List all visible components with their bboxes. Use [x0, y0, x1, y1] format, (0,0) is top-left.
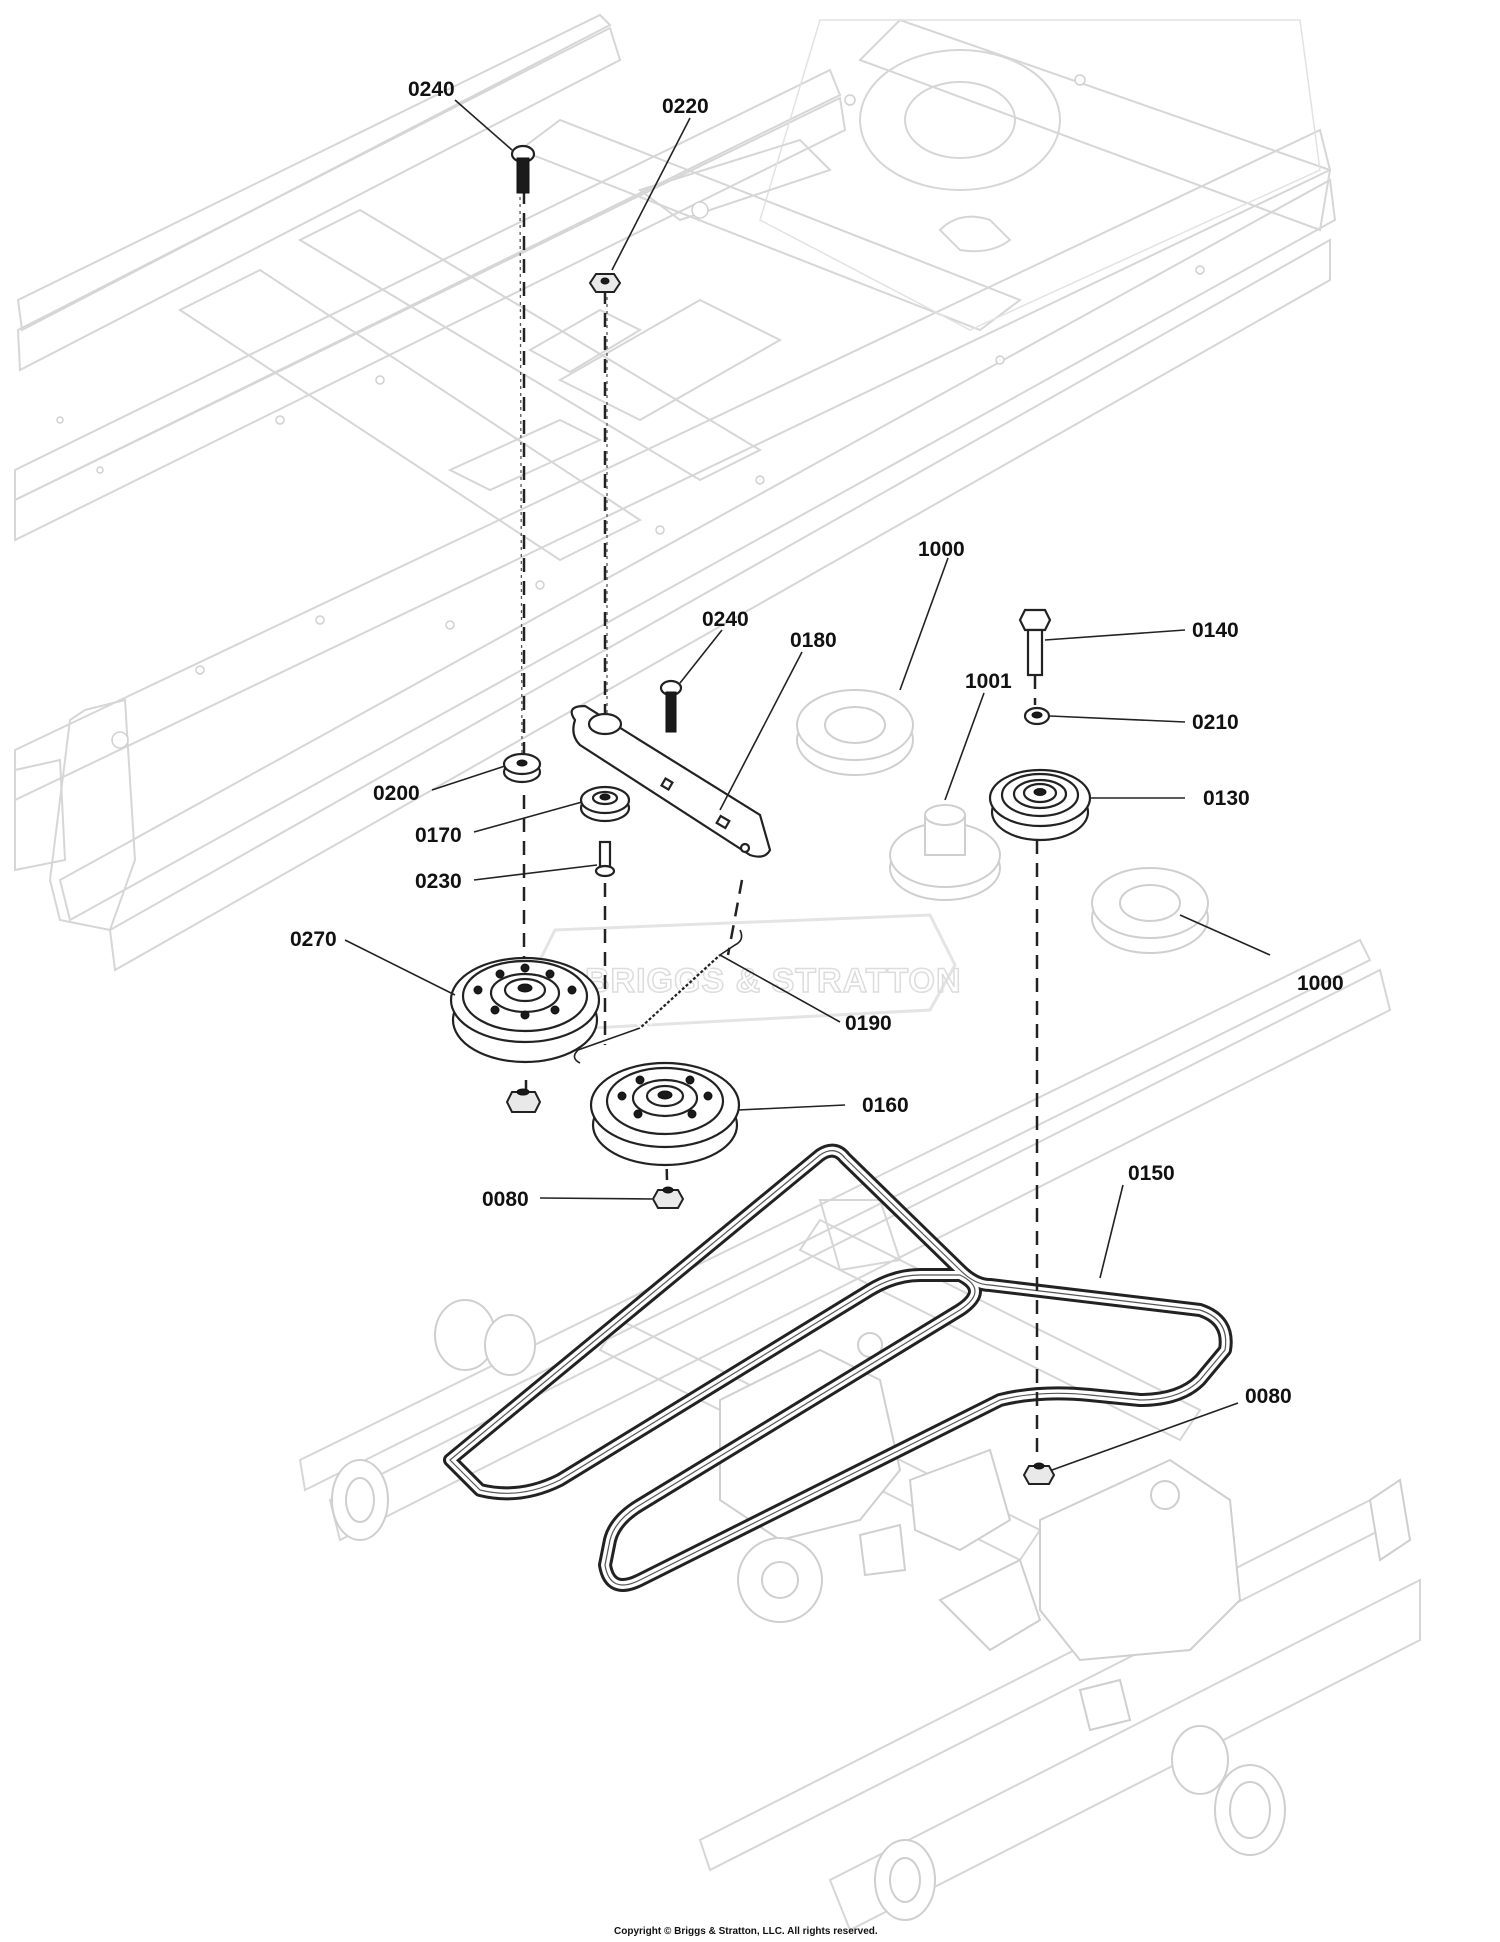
- idler-pulley-0130: [988, 768, 1092, 842]
- leader-lines: [344, 99, 1271, 1471]
- callout-0130: 0130: [1203, 787, 1250, 810]
- callout-0220: 0220: [662, 95, 709, 118]
- drive-belt-0150: [443, 1143, 1233, 1592]
- callout-1001: 1001: [965, 670, 1012, 693]
- idler-pulley-0160: [589, 1061, 741, 1167]
- flange-nut-0080-left: [505, 1088, 542, 1113]
- callout-1000-top: 1000: [918, 538, 965, 561]
- upper-frame-background: [14, 13, 1337, 972]
- callout-0150: 0150: [1128, 1162, 1175, 1185]
- extension-spring-0190: [573, 929, 743, 1064]
- callout-0170: 0170: [415, 824, 462, 847]
- spacer-0200: [502, 752, 542, 784]
- callout-0080-left: 0080: [482, 1188, 529, 1211]
- carriage-bolt-0240-top: [510, 144, 536, 194]
- ghost-pulley-1000-right: [1091, 867, 1209, 954]
- pin-0230: [594, 840, 616, 878]
- flange-nut-0080-right: [1022, 1462, 1056, 1485]
- callout-0080-right: 0080: [1245, 1385, 1292, 1408]
- callout-0190: 0190: [845, 1012, 892, 1035]
- callout-0180: 0180: [790, 629, 837, 652]
- ghost-pulley-1000-top: [796, 689, 914, 776]
- callout-0270: 0270: [290, 928, 337, 951]
- washer-0210: [1023, 706, 1051, 726]
- ghost-pulley-1001: [889, 804, 1001, 901]
- carriage-bolt-0240-mid: [659, 679, 683, 733]
- callout-0210: 0210: [1192, 711, 1239, 734]
- callout-0240-mid: 0240: [702, 608, 749, 631]
- bushing-0170: [579, 785, 631, 823]
- idler-pulley-0270: [449, 956, 601, 1064]
- callout-0240-top: 0240: [408, 78, 455, 101]
- callout-0160: 0160: [862, 1094, 909, 1117]
- callouts: 0240 0220 1000 0240 0180 0140 1001 0210 …: [290, 78, 1344, 1408]
- brand-watermark: BRIGGS & STRATTON: [528, 913, 962, 1032]
- callout-1000-right: 1000: [1297, 972, 1344, 995]
- copyright-notice: Copyright © Briggs & Stratton, LLC. All …: [614, 1926, 878, 1937]
- callout-0230: 0230: [415, 870, 462, 893]
- lower-frame-background: [298, 938, 1421, 1932]
- lock-nut-0220: [588, 273, 622, 293]
- idler-arm-0180: [570, 704, 772, 858]
- callout-0200: 0200: [373, 782, 420, 805]
- callout-0140: 0140: [1192, 619, 1239, 642]
- flange-nut-0080-center: [651, 1186, 685, 1209]
- watermark-text: BRIGGS & STRATTON: [585, 962, 962, 1000]
- hex-bolt-0140: [1018, 608, 1052, 677]
